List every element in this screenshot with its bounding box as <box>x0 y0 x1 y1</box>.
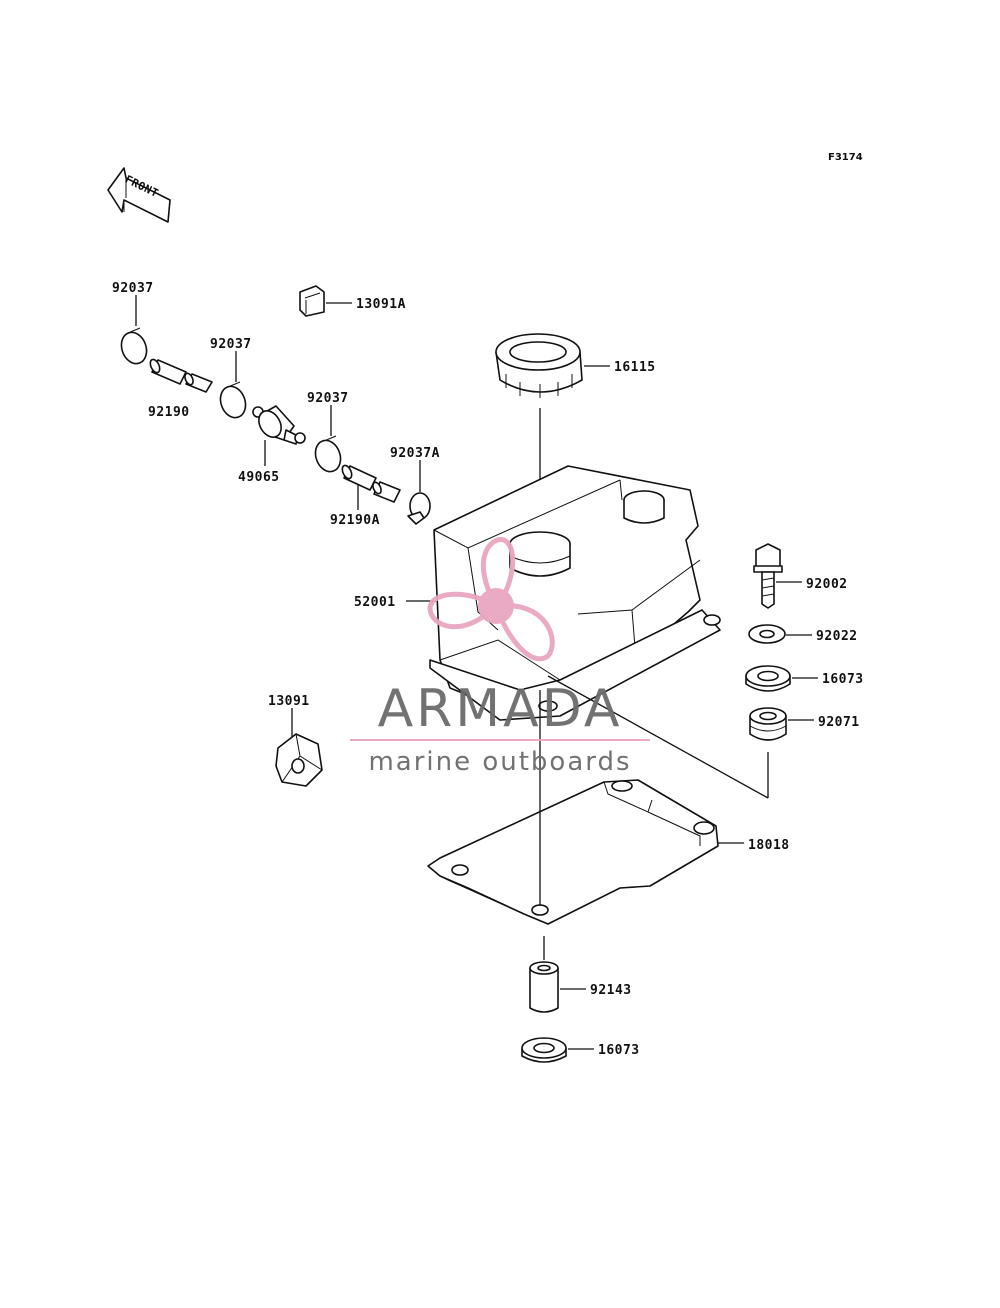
label-92143: 92143 <box>590 983 632 998</box>
label-92002: 92002 <box>806 577 848 592</box>
label-92022: 92022 <box>816 629 858 644</box>
grommet-16073-a <box>745 665 791 692</box>
watermark-subtitle: marine outboards <box>368 747 631 777</box>
label-92071: 92071 <box>818 715 860 730</box>
watermark: ARMADA marine outboards <box>350 537 650 777</box>
fuel-tank-52001 <box>429 465 721 721</box>
label-13091: 13091 <box>268 694 310 709</box>
propeller-logo <box>427 537 555 662</box>
tray-18018 <box>427 779 719 925</box>
clamp-92037-c <box>314 435 342 473</box>
label-16073-a: 16073 <box>822 672 864 687</box>
fuel-filter-49065 <box>252 405 306 445</box>
bracket-13091A <box>299 285 325 317</box>
label-16115: 16115 <box>614 360 656 375</box>
label-49065: 49065 <box>238 470 280 485</box>
rubber-mount-13091 <box>275 733 323 787</box>
tank-cap-16115 <box>495 333 583 398</box>
label-18018: 18018 <box>748 838 790 853</box>
hose-92190A <box>341 464 401 503</box>
label-92190: 92190 <box>148 405 190 420</box>
clamp-92037-a <box>120 327 148 365</box>
label-92190A: 92190A <box>330 513 380 528</box>
collar-92071 <box>749 707 787 741</box>
label-92037A: 92037A <box>390 446 440 461</box>
watermark-title: ARMADA <box>378 679 623 739</box>
label-16073-b: 16073 <box>598 1043 640 1058</box>
hose-92190 <box>149 358 213 393</box>
collar-92143 <box>529 961 559 1013</box>
label-92037-b: 92037 <box>210 337 252 352</box>
label-92037-a: 92037 <box>112 281 154 296</box>
label-52001: 52001 <box>354 595 396 610</box>
bolt-92002 <box>753 543 783 609</box>
front-arrow-icon: FRONT <box>107 167 171 223</box>
washer-92022 <box>748 624 786 644</box>
label-13091A: 13091A <box>356 297 406 312</box>
label-92037-c: 92037 <box>307 391 349 406</box>
figure-ref: F3174 <box>828 152 863 163</box>
grommet-16073-b <box>521 1037 567 1063</box>
clamp-92037-b <box>219 381 247 419</box>
clamp-92037A <box>407 492 431 525</box>
